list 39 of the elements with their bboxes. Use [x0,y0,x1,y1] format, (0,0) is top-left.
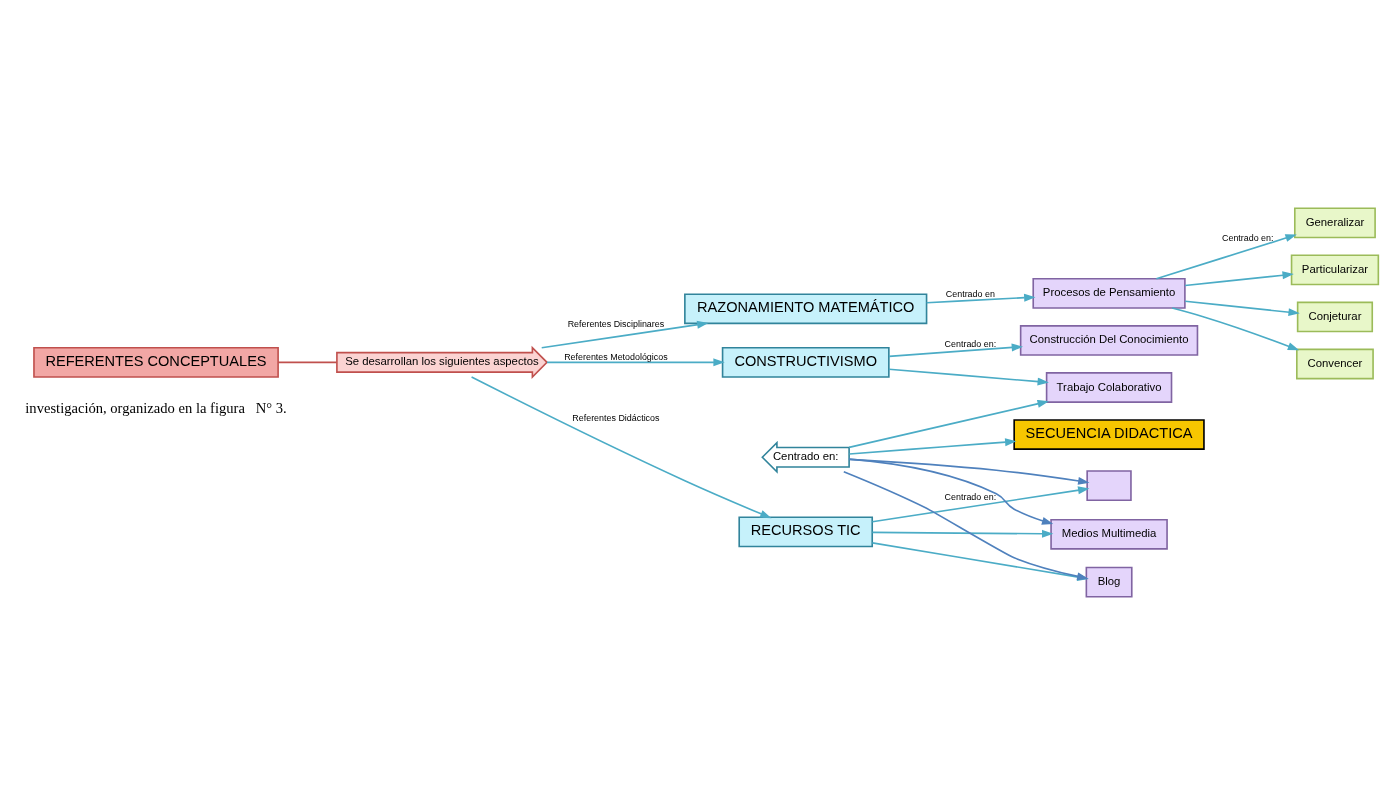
node-box: Convencer [1296,348,1374,380]
node-box: Construcción Del Conocimiento [1019,325,1199,356]
label: investigación, organizado en la figura N° 3. [25,399,287,416]
edge-label: Centrado en: [944,338,997,349]
node-box: Procesos de Pensamiento [1032,278,1186,309]
arrow [871,529,1054,538]
node-box: RAZONAMIENTO MATEMÁTICO [684,293,928,325]
edge-label: Referentes Disciplinares [567,319,665,330]
arrow [888,368,1049,386]
arrow [1184,300,1300,317]
node-box: CONSTRUCTIVISMO [721,346,890,378]
arrow [540,320,709,349]
arrow [848,458,1054,525]
edge-label: Centrado en [945,289,995,300]
edge-label: Referentes Metodológicos [564,351,668,362]
node-box: RECURSOS TIC [738,516,874,548]
edge-label: Centrado en: [1222,233,1274,244]
edge-label: Referentes Didácticos [572,412,660,423]
node-box: SECUENCIA DIDACTICA [1013,419,1205,450]
edge-label: Centrado en: [944,492,997,503]
arrow [546,358,725,367]
node-box: Generalizar [1294,207,1376,239]
node-box: Particularizar [1290,254,1380,286]
arrow [1155,234,1297,280]
node-box: Trabajo Colaborativo [1045,372,1173,403]
connector [277,361,338,364]
node-box [1086,470,1132,502]
arrow [925,293,1036,304]
arrow [1171,307,1300,351]
node-box: Conjeturar [1296,301,1374,333]
arrow [848,438,1017,455]
node-box: Blog [1085,566,1133,598]
arrow [1184,271,1294,287]
arrow [888,343,1024,358]
node-box: Medios Multimedia [1050,518,1168,550]
node-box: REFERENTES CONCEPTUALES [33,346,279,378]
arrow [470,376,772,519]
arrow [871,486,1090,523]
arrow [848,399,1049,449]
